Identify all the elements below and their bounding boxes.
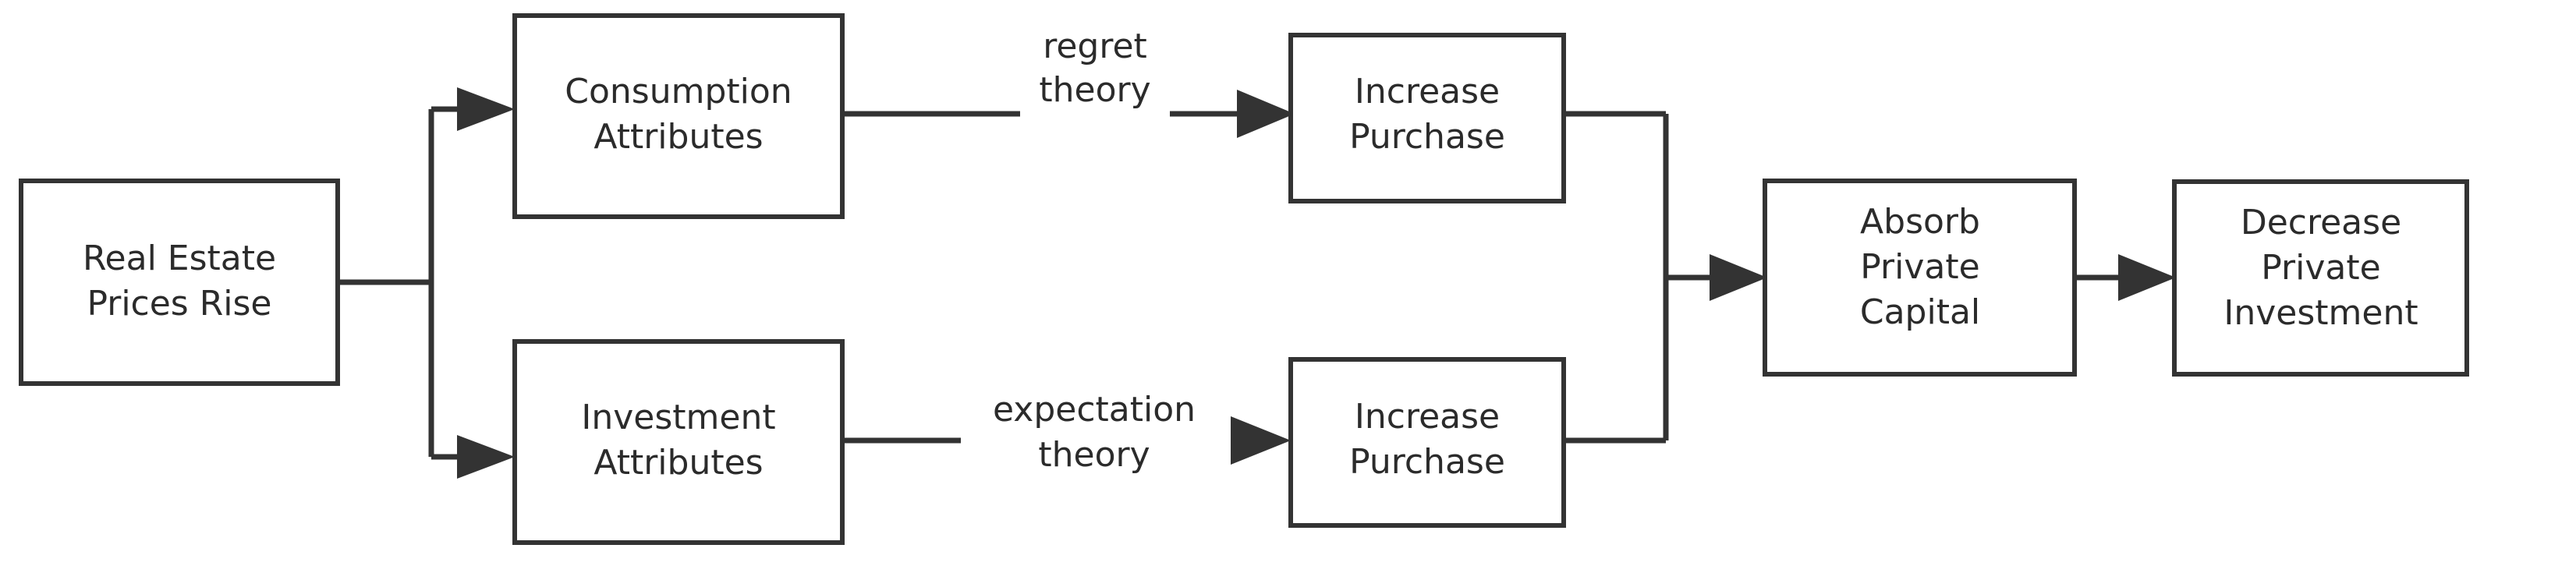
node-label-line-1: Absorb [1860, 202, 1980, 242]
node-label-line-1: Decrease [2241, 203, 2401, 242]
arrow-head-icon [457, 435, 515, 479]
arrow-head-icon [1231, 416, 1291, 465]
node-increase-purchase-bottom[interactable]: Increase Purchase [1288, 357, 1566, 528]
edge-consumption-to-increase-top: regret theory [842, 27, 1295, 138]
node-label-line-3: Capital [1860, 292, 1980, 332]
node-box[interactable] [2172, 179, 2469, 377]
node-label-line-2: Private [2261, 248, 2380, 288]
node-label-line-1: Investment [581, 398, 775, 437]
edge-investment-to-increase-bottom: expectation theory [842, 390, 1291, 475]
edge-prices-fork [338, 109, 434, 457]
edge-label-expectation-theory-line2: theory [1038, 435, 1150, 475]
arrow-head-icon [457, 87, 515, 131]
edge-label-regret-theory-line2: theory [1039, 70, 1150, 110]
edge-label-expectation-theory-line1: expectation [993, 390, 1196, 430]
node-label-line-2: Prices Rise [87, 284, 271, 324]
node-investment-attributes[interactable]: Investment Attributes [512, 339, 845, 545]
node-label-line-1: Consumption [565, 72, 792, 111]
arrow-head-icon [1710, 254, 1767, 301]
node-absorb-private-capital[interactable]: Absorb Private Capital [1763, 179, 2077, 377]
node-label-line-2: Private [1860, 247, 1979, 287]
node-box[interactable] [1288, 357, 1566, 528]
edge-label-regret-theory-line1: regret [1043, 27, 1147, 66]
node-box[interactable] [1288, 33, 1566, 203]
node-box[interactable] [512, 339, 845, 545]
node-label-line-1: Real Estate [83, 239, 276, 278]
node-box[interactable] [19, 179, 340, 386]
node-label-line-3: Investment [2223, 293, 2418, 333]
arrow-head-icon [1237, 90, 1295, 138]
edge-increase-merge-to-absorb [1564, 111, 1767, 444]
arrow-head-icon [2118, 254, 2176, 301]
node-label-line-2: Purchase [1349, 442, 1505, 482]
node-consumption-attributes[interactable]: Consumption Attributes [512, 13, 845, 219]
node-label-line-2: Purchase [1349, 117, 1505, 157]
node-label-line-1: Increase [1355, 397, 1500, 437]
node-label-line-2: Attributes [594, 443, 763, 483]
edge-prices-to-consumption [431, 87, 515, 131]
edge-absorb-to-decrease [2075, 254, 2176, 301]
node-real-estate-prices-rise[interactable]: Real Estate Prices Rise [19, 179, 340, 386]
node-increase-purchase-top[interactable]: Increase Purchase [1288, 33, 1566, 203]
node-box[interactable] [512, 13, 845, 219]
node-label-line-2: Attributes [594, 117, 763, 157]
edge-prices-to-investment [431, 435, 515, 479]
node-label-line-1: Increase [1355, 72, 1500, 111]
node-box[interactable] [1763, 179, 2077, 377]
node-decrease-private-investment[interactable]: Decrease Private Investment [2172, 179, 2469, 377]
